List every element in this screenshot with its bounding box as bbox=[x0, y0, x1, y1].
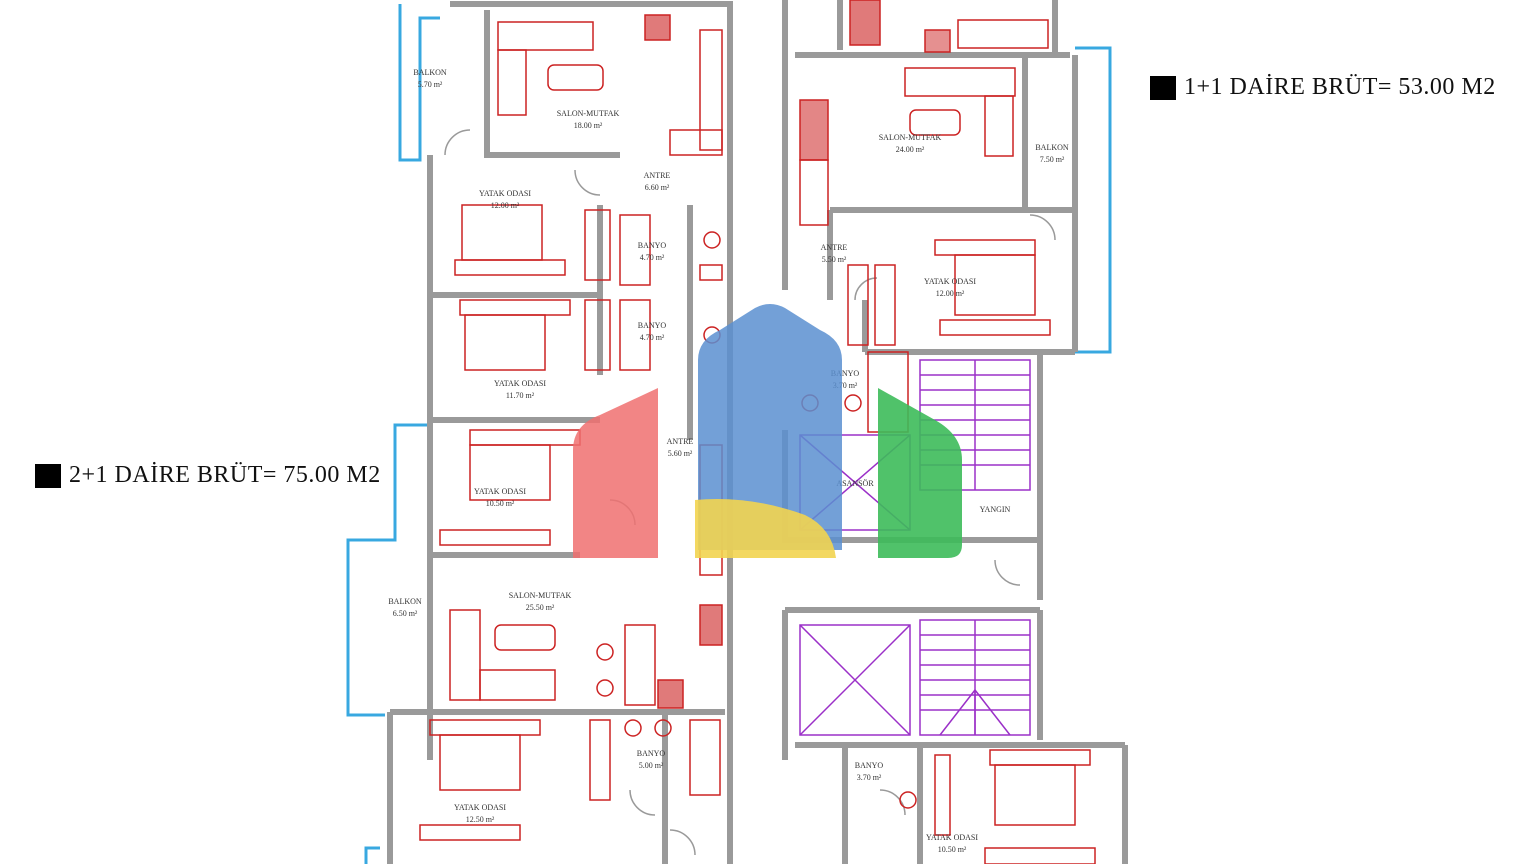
label-balkon-a-area: 5.70 m² bbox=[418, 80, 443, 89]
legend-1plus1: 1+1 DAİRE BRÜT= 53.00 M2 bbox=[1150, 74, 1496, 101]
label-banyo-c: BANYO bbox=[637, 749, 666, 758]
watermark-yellow-shape bbox=[695, 499, 836, 558]
balcony-right bbox=[1075, 46, 1112, 354]
balcony-top-left bbox=[398, 4, 440, 162]
label-balkon-c: BALKON bbox=[1035, 143, 1069, 152]
room-labels: BALKON 5.70 m² SALON-MUTFAK 18.00 m² ANT… bbox=[388, 68, 1069, 854]
label-banyo-a: BANYO bbox=[638, 241, 667, 250]
label-balkon-b: BALKON bbox=[388, 597, 422, 606]
walls bbox=[387, 0, 1128, 864]
legend-2plus1-text: 2+1 DAİRE BRÜT= 75.00 M2 bbox=[69, 462, 381, 488]
furniture bbox=[419, 0, 1096, 864]
label-antre-b: ANTRE bbox=[667, 437, 694, 446]
label-yatak-a: YATAK ODASI bbox=[479, 189, 531, 198]
label-yatak-f-area: 10.50 m² bbox=[938, 845, 967, 854]
label-balkon-b-area: 6.50 m² bbox=[393, 609, 418, 618]
label-banyo-e: BANYO bbox=[855, 761, 884, 770]
label-yatak-e-area: 12.00 m² bbox=[936, 289, 965, 298]
label-banyo-d: BANYO bbox=[831, 369, 860, 378]
label-asansor: ASANSÖR bbox=[836, 479, 874, 488]
label-yatak-c: YATAK ODASI bbox=[474, 487, 526, 496]
stairs-lower bbox=[919, 619, 1031, 736]
label-yatak-e: YATAK ODASI bbox=[924, 277, 976, 286]
watermark-logo bbox=[573, 304, 962, 558]
label-antre-a-area: 6.60 m² bbox=[645, 183, 670, 192]
label-yatak-b: YATAK ODASI bbox=[494, 379, 546, 388]
label-salon-c: SALON-MUTFAK bbox=[879, 133, 942, 142]
label-yangin: YANGIN bbox=[980, 505, 1011, 514]
label-salon-b-area: 25.50 m² bbox=[526, 603, 555, 612]
label-banyo-e-area: 3.70 m² bbox=[857, 773, 882, 782]
label-banyo-c-area: 5.00 m² bbox=[639, 761, 664, 770]
label-salon-c-area: 24.00 m² bbox=[896, 145, 925, 154]
balcony-mid-left bbox=[346, 423, 430, 717]
label-yatak-c-area: 10.50 m² bbox=[486, 499, 515, 508]
label-yatak-a-area: 12.00 m² bbox=[491, 201, 520, 210]
label-antre-c: ANTRE bbox=[821, 243, 848, 252]
label-salon-a-area: 18.00 m² bbox=[574, 121, 603, 130]
label-yatak-d: YATAK ODASI bbox=[454, 803, 506, 812]
legend-square-icon bbox=[1150, 75, 1176, 100]
label-salon-b: SALON-MUTFAK bbox=[509, 591, 572, 600]
label-balkon-c-area: 7.50 m² bbox=[1040, 155, 1065, 164]
label-yatak-f: YATAK ODASI bbox=[926, 833, 978, 842]
label-balkon-a: BALKON bbox=[413, 68, 447, 77]
label-antre-a: ANTRE bbox=[644, 171, 671, 180]
legend-square-icon bbox=[35, 463, 61, 488]
watermark-blue-shape bbox=[698, 304, 842, 550]
label-yatak-d-area: 12.50 m² bbox=[466, 815, 495, 824]
label-antre-c-area: 5.50 m² bbox=[822, 255, 847, 264]
watermark-red-shape bbox=[573, 388, 658, 558]
label-banyo-b-area: 4.70 m² bbox=[640, 333, 665, 342]
label-banyo-d-area: 3.70 m² bbox=[833, 381, 858, 390]
balconies bbox=[346, 4, 1112, 864]
legend-2plus1: 2+1 DAİRE BRÜT= 75.00 M2 bbox=[35, 462, 381, 489]
label-yatak-b-area: 11.70 m² bbox=[506, 391, 535, 400]
label-banyo-a-area: 4.70 m² bbox=[640, 253, 665, 262]
watermark-green-shape bbox=[878, 388, 962, 558]
elevator-shaft-lower bbox=[799, 624, 911, 736]
label-salon-a: SALON-MUTFAK bbox=[557, 109, 620, 118]
label-antre-b-area: 5.60 m² bbox=[668, 449, 693, 458]
legend-1plus1-text: 1+1 DAİRE BRÜT= 53.00 M2 bbox=[1184, 74, 1496, 100]
label-banyo-b: BANYO bbox=[638, 321, 667, 330]
balcony-bottom-left bbox=[364, 846, 380, 864]
